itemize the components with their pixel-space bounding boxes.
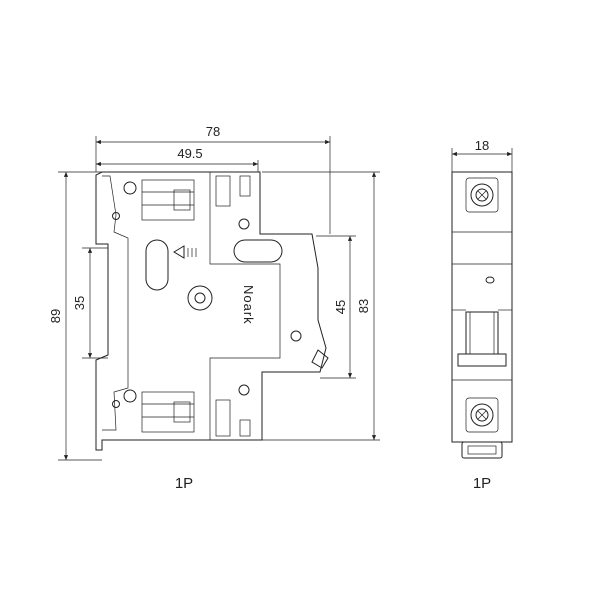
dim-partial-width: 49.5	[96, 146, 259, 172]
din-clip	[461, 441, 503, 459]
dim-height-total: 89	[48, 171, 102, 461]
upper-terminal-clamp	[173, 189, 191, 211]
side-rail-profile	[102, 175, 129, 431]
lower-terminal-block	[141, 391, 195, 433]
svg-text:83: 83	[356, 299, 371, 313]
svg-text:18: 18	[475, 138, 489, 153]
dim-rail: 35	[72, 247, 108, 359]
oval-slot-right	[233, 239, 283, 263]
side-view: Noark	[95, 171, 329, 451]
front-body-outline	[451, 171, 513, 443]
dim-cover: 45	[316, 235, 356, 379]
svg-text:78: 78	[206, 124, 220, 139]
status-indicator	[485, 276, 495, 284]
brand-label: Noark	[241, 285, 256, 325]
screw-upper-left	[123, 181, 137, 195]
side-body-outline	[95, 171, 327, 451]
central-pivot	[187, 285, 213, 311]
dim-total-width: 78	[95, 124, 331, 234]
front-view	[451, 171, 513, 459]
side-view-caption: 1P	[175, 475, 193, 492]
svg-text:45: 45	[333, 300, 348, 314]
svg-text:49.5: 49.5	[177, 146, 202, 161]
screw-upper-right	[238, 218, 250, 230]
oval-slot-left	[145, 239, 169, 291]
push-arrow-icon	[173, 245, 185, 259]
front-screw-top	[470, 183, 494, 207]
side-handle	[311, 349, 329, 369]
dim-front-width: 18	[451, 138, 513, 172]
front-screw-bottom	[470, 403, 494, 427]
screw-lower-right	[238, 384, 250, 396]
upper-terminal-block	[141, 179, 195, 221]
lower-terminal-clamp	[173, 401, 191, 423]
front-view-caption: 1P	[473, 475, 491, 492]
svg-text:35: 35	[72, 296, 87, 310]
dim-body: 83	[262, 171, 380, 441]
screw-lower-left	[123, 389, 137, 403]
toggle-lever	[465, 311, 499, 357]
svg-text:89: 89	[48, 309, 63, 323]
